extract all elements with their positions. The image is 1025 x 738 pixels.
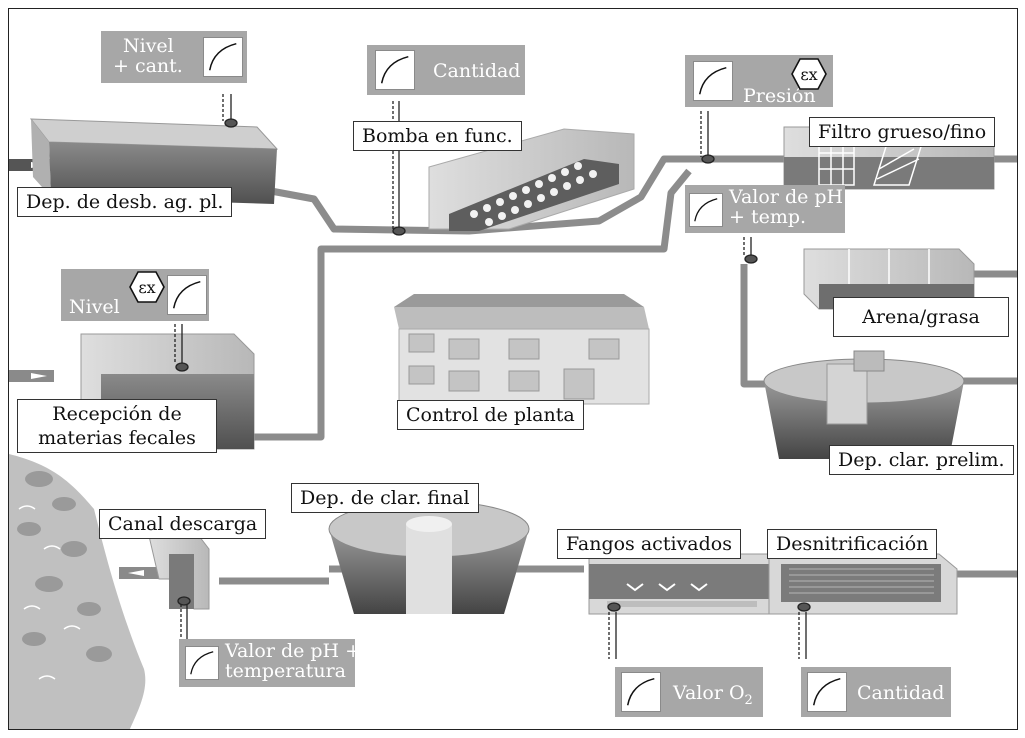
sensor-oxygen-label: Valor O2 [673,682,753,708]
river-bank [9,454,146,729]
label-screen-filter: Filtro grueso/fino [809,117,996,147]
discharge-channel [148,535,210,610]
primary-clarifier [763,350,965,459]
measurement-curve-icon [621,672,661,712]
final-clarifier [328,500,530,614]
label-activated-sludge: Fangos activados [557,529,741,559]
measurement-curve-icon [693,61,733,101]
denitrification-basin [768,553,958,615]
svg-text:εx: εx [138,278,155,297]
label-primary-clarifier: Dep. clar. prelim. [829,445,1014,475]
sensor-quantity-bottom-label: Cantidad [857,682,945,704]
sensor-level-quantity-line2: + cant. [113,55,183,77]
sensor-level-label: Nivel [69,296,120,318]
sensor-ph-temp-line1: Valor de pH [729,186,844,208]
sensor-level: Nivel εx [61,269,209,321]
label-pump-running: Bomba en func. [353,121,522,151]
measurement-curve-icon [185,646,219,680]
label-fecal-receiving: Recepción de materias fecales [17,399,217,453]
label-plant-control: Control de planta [397,400,584,430]
sensor-pressure: Presión εx [685,55,833,107]
sensor-quantity-bottom: Cantidad [801,667,951,717]
label-discharge-channel: Canal descarga [99,509,267,539]
label-stormwater-tank: Dep. de desb. ag. pl. [17,187,233,217]
explosion-protection-icon: εx [791,58,827,90]
sensor-ph-temp-line2: + temp. [729,206,807,228]
measurement-curve-icon [167,275,207,315]
label-denitrification: Desnitrificación [767,529,938,559]
sensor-level-quantity-line1: Nivel [123,35,174,57]
sensor-ph-temperature-line1: Valor de pH + [225,640,362,662]
label-final-clarifier: Dep. de clar. final [291,483,479,513]
pump-station [428,128,635,231]
label-fecal-receiving-line2: materias fecales [38,427,196,449]
plant-scene [9,94,1017,729]
label-fecal-receiving-line1: Recepción de [52,403,182,425]
control-building [394,294,650,405]
measurement-curve-icon [375,50,415,90]
aeration-basin [588,553,770,615]
explosion-protection-icon: εx [129,271,165,303]
sensor-quantity-top: Cantidad [367,45,525,95]
sensor-level-quantity: Nivel + cant. [101,31,247,83]
sensor-quantity-top-label: Cantidad [433,60,521,82]
sensor-oxygen-subscript: 2 [744,692,753,708]
sensor-ph-temperature: Valor de pH + temperatura [179,639,361,687]
svg-text:εx: εx [800,65,817,84]
measurement-curve-icon [689,193,723,227]
sensor-ph-temp: Valor de pH + temp. [685,185,845,233]
measurement-curve-icon [203,37,243,77]
diagram-frame: Nivel + cant. Cantidad Presión εx Valor … [8,8,1018,730]
label-grit-grease: Arena/grasa [833,297,1009,337]
sensor-oxygen: Valor O2 [615,667,763,717]
sensor-ph-temperature-line2: temperatura [225,660,346,682]
sensor-pressure-label: Presión [743,85,816,107]
measurement-curve-icon [807,672,847,712]
